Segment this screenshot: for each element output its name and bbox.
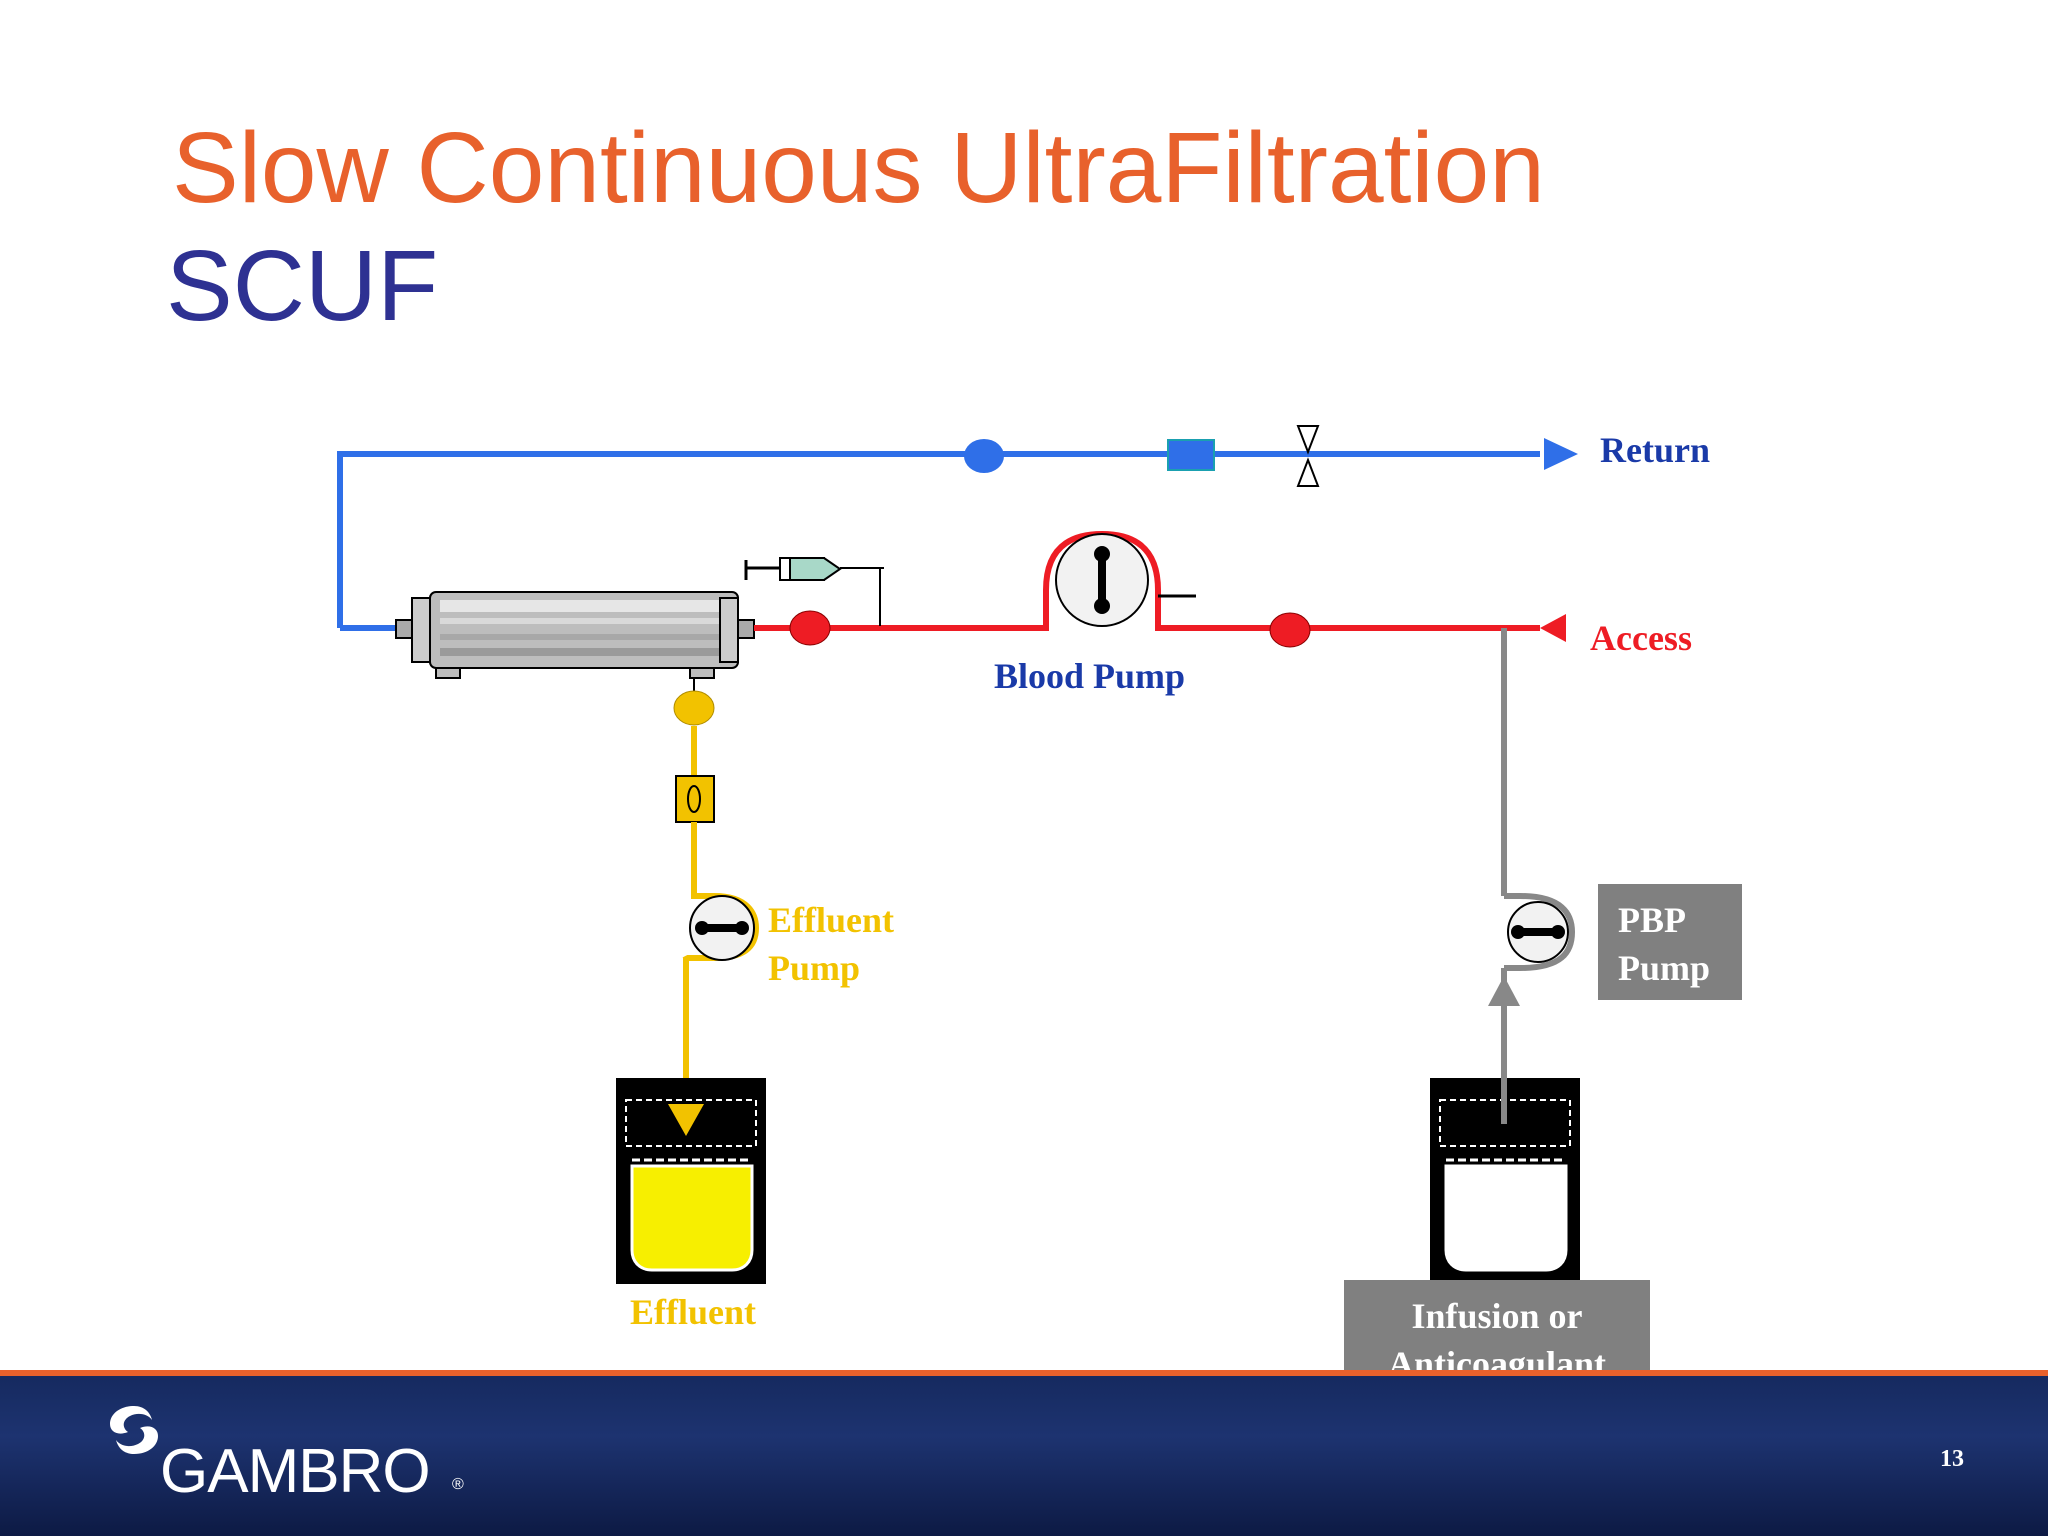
return-arrow-icon [1544,438,1578,470]
infusion-bag-icon [1430,1078,1580,1284]
return-pressure-sensor-icon [964,439,1004,473]
effluent-pump-icon [689,895,755,961]
access-line [754,530,1566,648]
infusion-label-line1: Infusion or [1411,1296,1582,1336]
syringe-icon [744,557,884,626]
pbp-line [1488,628,1576,1124]
infusion-label-line2: Anticoagulant [1388,1344,1606,1370]
blood-leak-detector-icon [675,775,715,823]
footer-accent-line [0,1370,2048,1376]
return-label: Return [1600,430,1710,470]
slide-title: Slow Continuous UltraFiltration [172,112,1545,224]
registered-mark: ® [452,1476,464,1493]
pbp-pump-label-line2: Pump [1618,948,1710,988]
footer-bar [0,1370,2048,1536]
air-detector-icon [1167,439,1215,471]
infusion-label-box: Infusion or Anticoagulant [1344,1280,1650,1370]
filter-pressure-sensor-icon [789,610,831,646]
return-line [337,425,1578,631]
gambro-logo: GAMBRO ® [104,1400,484,1506]
access-arrow-icon [1540,614,1566,642]
scuf-circuit-diagram: Return Access Blood Pump Effluent Pump E… [337,425,1742,1370]
pbp-arrow-icon [1488,976,1520,1006]
pbp-pump-label-line1: PBP [1618,900,1686,940]
blood-pump-label: Blood Pump [994,656,1185,696]
effluent-pump-label-line2: Pump [768,948,860,988]
pbp-pump-icon [1507,901,1569,963]
effluent-bag-icon [616,1078,766,1284]
slide-subtitle: SCUF [166,230,439,342]
filter-icon [395,591,755,679]
effluent-pressure-sensor-icon [673,690,715,726]
page-number: 13 [1940,1446,1964,1472]
blood-pump-icon [1055,533,1196,627]
gambro-brand-text: GAMBRO [160,1437,431,1506]
effluent-label: Effluent [630,1292,756,1332]
return-clamp-icon [1296,425,1320,487]
access-label: Access [1590,618,1692,658]
access-pressure-sensor-icon [1269,612,1311,648]
gambro-swirl-icon [110,1406,158,1454]
pbp-pump-label-box: PBP Pump [1598,884,1742,1000]
effluent-pump-label-line1: Effluent [768,900,894,940]
